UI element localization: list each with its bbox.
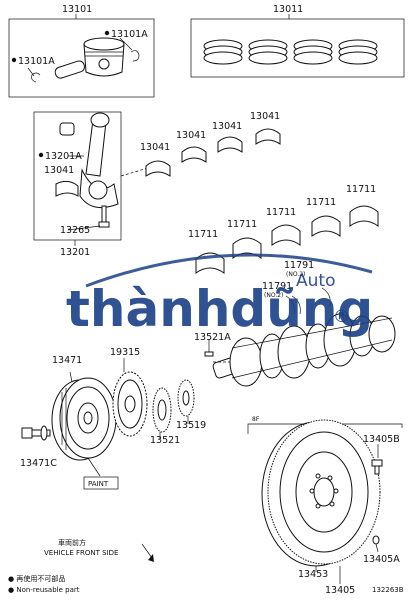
connecting-rod-group (33, 111, 122, 246)
label-11711-c: 11711 (266, 207, 296, 218)
label-13201: 13201 (60, 247, 90, 258)
snap-ring-left (31, 72, 41, 83)
snap-ring-right (130, 50, 140, 62)
legend-cn: ● 再使用不可部品 (8, 574, 65, 583)
label-13041-a: 13041 (140, 142, 170, 153)
label-13265: 13265 (60, 225, 90, 236)
label-13041-d: 13041 (250, 111, 280, 122)
ring-stack-2 (248, 39, 288, 65)
crank-sprocket (112, 371, 148, 437)
rod-bearing-shells (145, 128, 281, 177)
label-13519: 13519 (176, 420, 206, 431)
label-11711-d: 11711 (306, 197, 336, 208)
watermark-logo: thànhdũng Auto ® (66, 253, 373, 338)
front-side-en: VEHICLE FRONT SIDE (44, 549, 118, 557)
ring-stack-3 (293, 39, 333, 65)
paint-box (83, 476, 119, 490)
flywheel-pin (372, 535, 380, 545)
crankshaft (212, 313, 396, 387)
rod-bushing (59, 122, 75, 136)
crank-key (204, 351, 214, 357)
timing-gear (152, 387, 172, 433)
label-11711-a: 11711 (188, 229, 218, 240)
label-13453: 13453 (298, 569, 328, 580)
watermark-main-text: thànhdũng (66, 280, 373, 338)
label-19315: 19315 (110, 347, 140, 358)
piston-pin (54, 60, 86, 79)
figure-id: 132263B (372, 586, 404, 594)
label-13011: 13011 (273, 4, 303, 15)
crank-pulley (51, 377, 117, 461)
oil-slinger (177, 379, 195, 417)
label-11711-e: 11711 (346, 184, 376, 195)
label-paint: PAINT (88, 480, 109, 488)
label-13405: 13405 (325, 585, 355, 596)
piston-group (8, 14, 155, 98)
label-13471: 13471 (52, 355, 82, 366)
watermark-auto-text: Auto (296, 271, 335, 291)
label-11791-no2: (NO.2) (264, 292, 283, 299)
label-11791-no: (NO.2) (286, 271, 305, 278)
label-13201A: 13201A (45, 151, 82, 162)
label-13521A: 13521A (194, 332, 231, 343)
label-8F: 8F (252, 416, 260, 423)
label-13101: 13101 (62, 4, 92, 15)
rod-bolt (98, 205, 110, 228)
label-13521: 13521 (150, 435, 180, 446)
flywheel-bolt (371, 459, 383, 475)
flywheel-group (247, 419, 403, 567)
piston (83, 37, 125, 77)
front-side-cn: 車両前方 (58, 538, 86, 547)
connecting-rod (79, 112, 119, 209)
front-arrow (141, 543, 153, 559)
label-13041-c: 13041 (212, 121, 242, 132)
label-13405A: 13405A (363, 554, 400, 565)
label-13041-rod: 13041 (44, 165, 74, 176)
label-11711-b: 11711 (227, 219, 257, 230)
part-labels: 13101 13011 13101A 13101A 13201A 13041 1… (8, 4, 404, 596)
label-13101A-top: 13101A (111, 29, 148, 40)
label-13101A-left: 13101A (18, 56, 55, 67)
watermark-reg-mark: ® (333, 307, 350, 327)
thrust-washers (285, 287, 331, 315)
main-bearing-shells (195, 205, 379, 274)
label-13471C: 13471C (20, 458, 57, 469)
label-13405B: 13405B (363, 434, 400, 445)
label-11791-a: 11791 (284, 260, 314, 271)
rod-bearing (55, 180, 79, 197)
ring-stack-4 (338, 39, 378, 65)
label-13041-b: 13041 (176, 130, 206, 141)
ring-stack-1 (203, 39, 243, 65)
label-11791-b: 11791 (262, 281, 292, 292)
piston-ring-set (190, 14, 405, 78)
legend-en: ● Non-reusable part (8, 586, 80, 594)
pulley-bolt (21, 425, 51, 441)
